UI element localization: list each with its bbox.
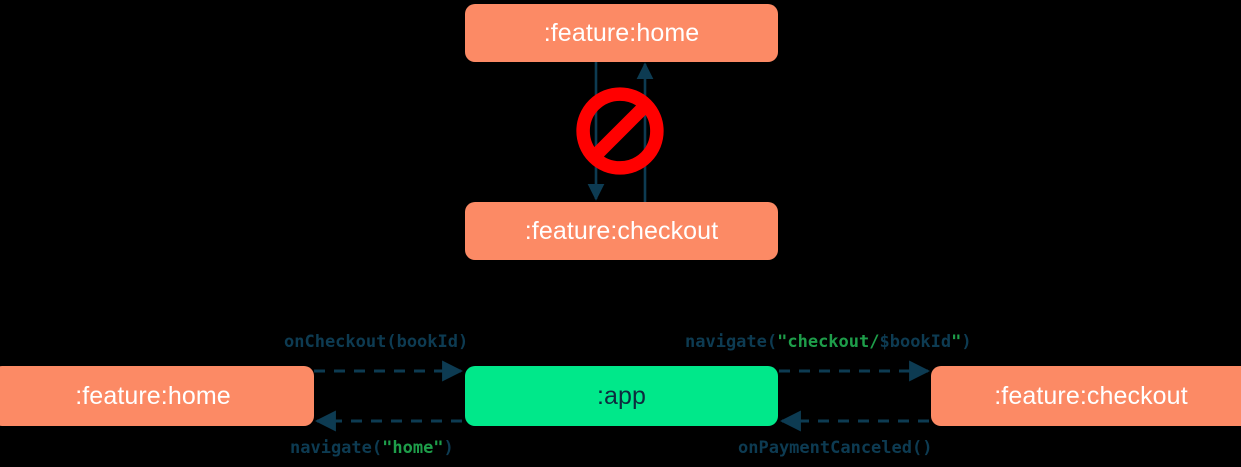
edge-label-on-payment-canceled: onPaymentCanceled() <box>738 438 932 458</box>
variable-token: $bookId <box>879 332 952 352</box>
node-feature-checkout-top[interactable]: :feature:checkout <box>465 202 778 260</box>
node-label: :feature:home <box>75 381 231 410</box>
string-token: "home" <box>382 438 444 458</box>
node-feature-home-top[interactable]: :feature:home <box>465 4 778 62</box>
node-label: :feature:checkout <box>994 381 1188 410</box>
edge-label-on-checkout: onCheckout(bookId) <box>284 332 468 352</box>
edge-label-navigate-home: navigate("home") <box>290 438 454 458</box>
paren-token: ) <box>443 438 454 458</box>
code-token: navigate( <box>685 332 778 352</box>
node-feature-home-bottom[interactable]: :feature:home <box>0 366 314 426</box>
string-token-close: " <box>951 332 962 352</box>
edge-label-navigate-checkout: navigate("checkout/$bookId") <box>685 332 972 352</box>
node-label: :app <box>596 381 647 410</box>
node-app[interactable]: :app <box>465 366 778 426</box>
node-feature-checkout-bottom[interactable]: :feature:checkout <box>931 366 1241 426</box>
node-label: :feature:checkout <box>524 216 719 245</box>
code-token: onPaymentCanceled() <box>738 438 933 458</box>
node-label: :feature:home <box>543 18 700 47</box>
no-entry-icon <box>576 87 664 175</box>
code-token: onCheckout(bookId) <box>284 332 469 352</box>
paren-token: ) <box>961 332 972 352</box>
string-token: "checkout/ <box>777 332 880 352</box>
code-token: navigate( <box>290 438 383 458</box>
